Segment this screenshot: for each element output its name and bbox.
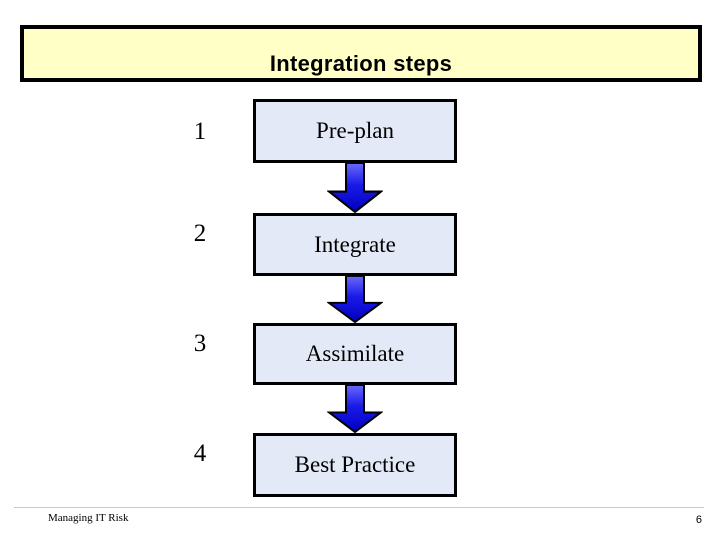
step-box: Best Practice bbox=[253, 433, 457, 497]
step-box-label: Integrate bbox=[314, 231, 396, 257]
slide-title: Integration steps bbox=[269, 51, 453, 76]
step-box: Pre-plan bbox=[253, 99, 457, 163]
step-number: 2 bbox=[193, 220, 207, 247]
step-box: Integrate bbox=[253, 213, 457, 276]
step-box-label: Pre-plan bbox=[316, 118, 394, 143]
step-number: 3 bbox=[193, 330, 207, 357]
step-box-label: Assimilate bbox=[305, 341, 405, 366]
step-box: Assimilate bbox=[253, 323, 457, 385]
down-arrow-icon bbox=[327, 384, 383, 433]
footer-divider bbox=[14, 507, 704, 508]
step-number: 1 bbox=[193, 118, 207, 145]
title-banner: Integration steps bbox=[20, 25, 702, 82]
step-number: 4 bbox=[193, 440, 207, 467]
page-number: 6 bbox=[695, 514, 702, 526]
down-arrow-icon bbox=[327, 162, 383, 213]
footer-text: Managing IT Risk bbox=[48, 512, 129, 524]
step-box-label: Best Practice bbox=[294, 452, 416, 477]
down-arrow-icon bbox=[327, 275, 383, 323]
